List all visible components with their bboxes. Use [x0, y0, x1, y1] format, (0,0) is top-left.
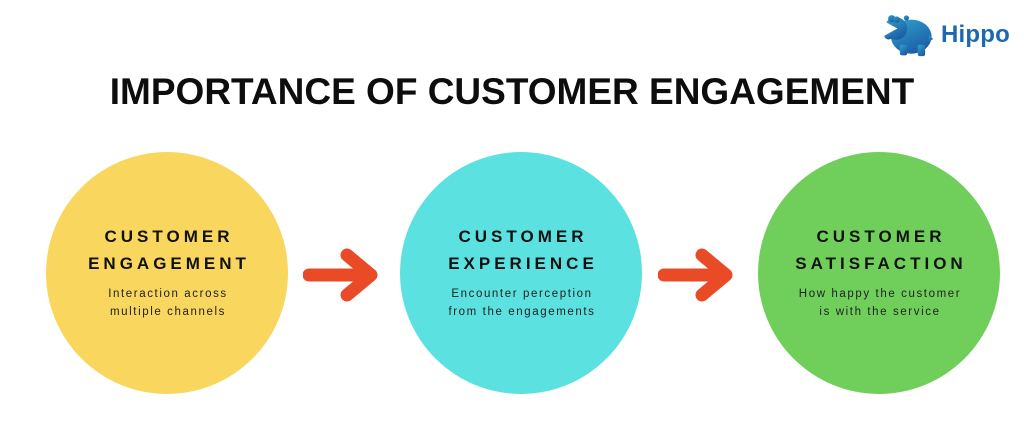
step-circle-customer-engagement: CUSTOMER ENGAGEMENT Interaction across m…: [46, 152, 288, 394]
hippo-icon: [882, 15, 934, 57]
page-title: IMPORTANCE OF CUSTOMER ENGAGEMENT: [109, 71, 915, 112]
step-description: Interaction across multiple channels: [108, 288, 228, 318]
brand-name: Hippo: [941, 21, 1010, 48]
step-circle-customer-satisfaction: CUSTOMER SATISFACTION How happy the cust…: [758, 152, 1000, 394]
arrow-right-icon: [303, 248, 378, 302]
brand-logo: Hippo: [882, 12, 1010, 58]
step-heading: CUSTOMER EXPERIENCE: [448, 227, 598, 273]
step-heading: CUSTOMER SATISFACTION: [795, 227, 967, 273]
step-heading: CUSTOMER ENGAGEMENT: [88, 227, 250, 273]
step-description: Encounter perception from the engagement…: [448, 288, 596, 318]
arrow-right-icon: [658, 248, 733, 302]
step-circle-customer-experience: CUSTOMER EXPERIENCE Encounter perception…: [400, 152, 642, 394]
step-description: How happy the customer is with the servi…: [798, 288, 962, 318]
